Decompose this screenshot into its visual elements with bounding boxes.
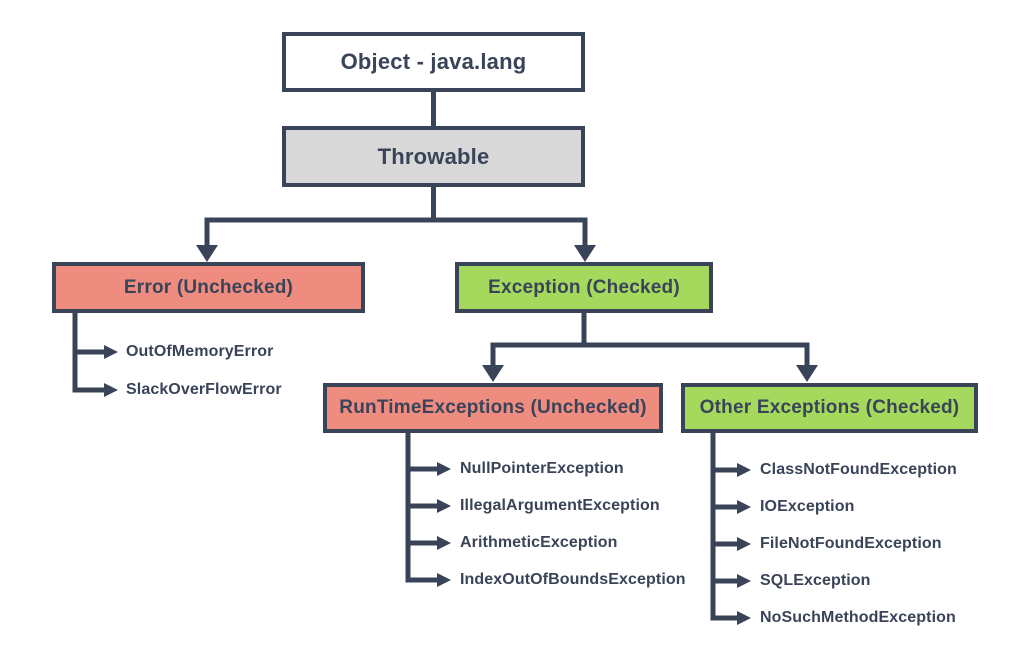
arrowhead-error: [196, 245, 218, 262]
leaf-no-such-method-exception: NoSuchMethodException: [760, 609, 956, 626]
leaf-index-out-of-bounds-exception: IndexOutOfBoundsException: [460, 571, 686, 588]
leaf-out-of-memory-error: OutOfMemoryError: [126, 343, 274, 360]
node-other-exceptions: Other Exceptions (Checked): [681, 383, 978, 433]
leaf-io-exception: IOException: [760, 498, 855, 515]
node-object: Object - java.lang: [282, 32, 585, 92]
arrowhead-runtime: [482, 365, 504, 382]
leaf-arithmetic-exception: ArithmeticException: [460, 534, 618, 551]
edge-runtime-children: [405, 431, 437, 583]
node-throwable: Throwable: [282, 126, 585, 187]
leaf-sql-exception: SQLException: [760, 572, 871, 589]
edge-throwable-split: [204, 185, 588, 246]
edge-other-children: [710, 431, 737, 621]
arrowhead-exception: [574, 245, 596, 262]
node-exception-checked: Exception (Checked): [455, 262, 713, 313]
leaf-illegal-argument-exception: IllegalArgumentException: [460, 497, 660, 514]
leaf-slack-over-flow-error: SlackOverFlowError: [126, 381, 282, 398]
arrowhead-other: [796, 365, 818, 382]
leaf-file-not-found-exception: FileNotFoundException: [760, 535, 942, 552]
edge-error-children: [72, 311, 104, 393]
node-runtime-exceptions: RunTimeExceptions (Unchecked): [323, 383, 663, 433]
leaf-null-pointer-exception: NullPointerException: [460, 460, 624, 477]
edge-exception-split: [490, 311, 810, 366]
leaf-class-not-found-exception: ClassNotFoundException: [760, 461, 957, 478]
node-error-unchecked: Error (Unchecked): [52, 262, 365, 313]
